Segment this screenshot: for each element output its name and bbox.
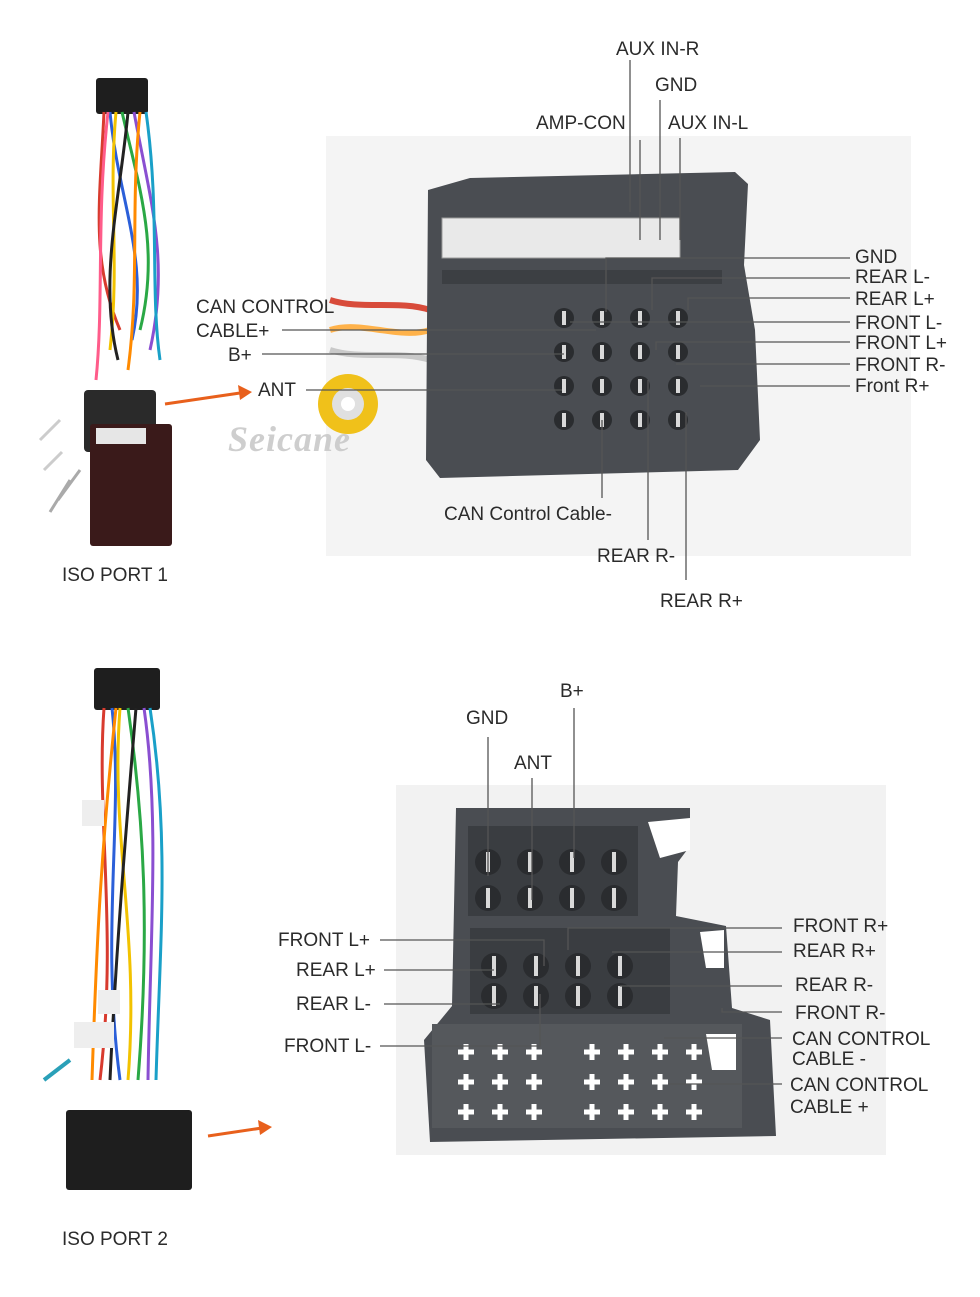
harness-2-image [42,668,192,1190]
p1-label-gnd: GND [855,247,898,268]
cross-socket [686,1044,702,1060]
pin-contact [492,956,496,976]
cross-socket [652,1074,668,1090]
p1-label-rear-l-plus: REAR L+ [855,289,935,310]
pin-contact [676,311,680,325]
p2-label-can-control-minus-line1: CAN CONTROL [792,1029,931,1050]
p2-label-rear-r-minus: REAR R- [795,975,874,996]
p1-label-rear-l-minus: REAR L- [855,267,930,288]
p2-label-front-r-minus: FRONT R- [795,1003,886,1024]
pin-contact [562,345,566,359]
cross-socket [526,1104,542,1120]
p2-label-can-control-minus-line2: CABLE - [792,1049,866,1070]
connector-2-pins [475,849,633,1009]
cross-socket [584,1074,600,1090]
cross-socket [458,1104,474,1120]
arrowhead-port1-icon [238,385,252,400]
pin-contact [486,888,490,908]
pin-contact [676,379,680,393]
cross-socket [686,1074,702,1090]
port1-title: ISO PORT 1 [62,565,168,586]
p1-label-front-l-minus: FRONT L- [855,313,943,334]
pin-contact [534,986,538,1006]
p1-label-rear-r-plus: REAR R+ [660,591,743,612]
pin-contact [618,986,622,1006]
pin-contact [528,888,532,908]
cross-socket [458,1074,474,1090]
pin-contact [600,345,604,359]
p1-label-front-r-plus: Front R+ [855,376,930,397]
cross-socket [492,1104,508,1120]
p2-label-gnd: GND [466,708,509,729]
cross-socket [492,1044,508,1060]
p1-label-front-r-minus: FRONT R- [855,355,946,376]
pin-contact [600,379,604,393]
watermark-logo: Seicane [228,419,351,459]
p2-label-can-control-plus-line2: CABLE + [790,1097,869,1118]
pin-contact [492,986,496,1006]
pin-contact [638,311,642,325]
pin-contact [562,311,566,325]
pin-contact [562,413,566,427]
cross-socket [458,1044,474,1060]
cross-socket [686,1104,702,1120]
p2-label-rear-l-plus: REAR L+ [296,960,376,981]
cross-socket [526,1074,542,1090]
p2-label-ant: ANT [514,753,552,774]
p1-label-aux-in-r: AUX IN-R [616,39,700,60]
p1-label-can-control-cable-minus: CAN Control Cable- [444,504,612,525]
pin-contact [638,379,642,393]
p2-label-rear-r-plus: REAR R+ [793,941,876,962]
pin-contact [676,413,680,427]
cross-socket [492,1074,508,1090]
p2-label-b-plus: B+ [560,681,584,702]
harness-1-image [38,78,172,546]
connector-2-crosses [458,1044,702,1120]
leader-lines [262,60,850,1085]
p1-label-amp-con: AMP-CON [536,113,626,134]
p2-label-front-l-minus: FRONT L- [284,1036,372,1057]
p2-label-front-r-plus: FRONT R+ [793,916,889,937]
cross-socket [652,1104,668,1120]
p1-label-b-plus: B+ [228,345,252,366]
cross-socket [526,1044,542,1060]
pin-contact [576,956,580,976]
p1-label-can-control: CAN CONTROL [196,297,335,318]
pin-contact [570,888,574,908]
pin-contact [534,956,538,976]
cross-socket [584,1044,600,1060]
connector-1-image [318,136,911,556]
pin-contact [570,852,574,872]
pin-contact [600,311,604,325]
p1-label-rear-r-minus: REAR R- [597,546,676,567]
cross-socket [584,1104,600,1120]
pin-contact [638,345,642,359]
p1-label-cable-plus: CABLE+ [196,321,270,342]
p2-label-rear-l-minus: REAR L- [296,994,371,1015]
pin-contact [612,888,616,908]
pin-contact [612,852,616,872]
pin-contact [618,956,622,976]
pin-contact [576,986,580,1006]
cross-socket [618,1044,634,1060]
p1-label-front-l-plus: FRONT L+ [855,333,948,354]
cross-socket [618,1074,634,1090]
p1-label-aux-in-l: AUX IN-L [668,113,749,134]
cross-socket [652,1044,668,1060]
arrow-port2-icon [207,1126,263,1138]
p1-label-ant: ANT [258,380,296,401]
port2-title: ISO PORT 2 [62,1229,168,1250]
p2-label-can-control-plus-line1: CAN CONTROL [790,1075,929,1096]
pin-contact [528,852,532,872]
arrowhead-port2-icon [258,1120,272,1135]
pin-contact [638,413,642,427]
arrow-port1-icon [164,391,241,406]
p2-label-front-l-plus: FRONT L+ [278,930,371,951]
cross-socket [618,1104,634,1120]
pin-contact [562,379,566,393]
pin-contact [676,345,680,359]
p1-label-gnd-top: GND [655,75,698,96]
